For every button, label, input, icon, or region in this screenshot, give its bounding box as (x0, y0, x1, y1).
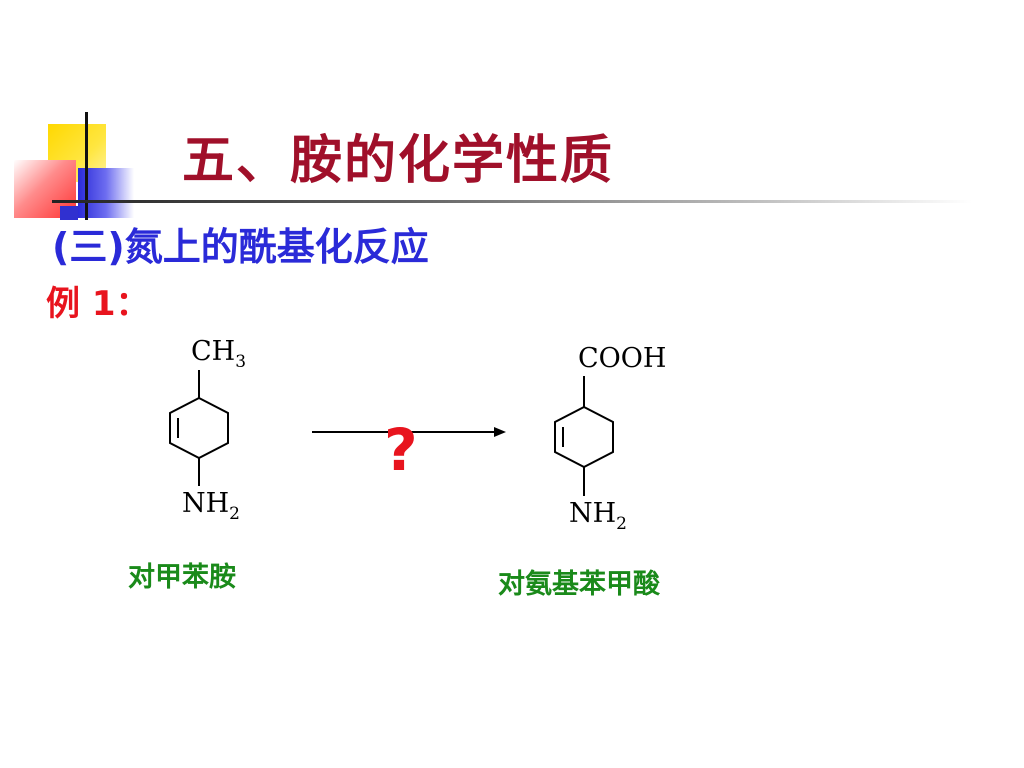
reactant-bottom-group-main: NH (182, 488, 229, 519)
reactant-top-group: CH3 (191, 336, 246, 372)
product-bottom-group: NH2 (569, 498, 627, 534)
unknown-reagent: ? (384, 416, 418, 484)
product-bottom-group-sub: 2 (616, 514, 627, 534)
reaction-arrow (312, 427, 506, 437)
reactant-name: 对甲苯胺 (128, 562, 236, 593)
product-bottom-group-main: NH (569, 498, 616, 529)
example-label: 例 1： (46, 284, 150, 324)
reactant-molecule: CH3 NH2 (169, 336, 246, 524)
section-subtitle: (三)氮上的酰基化反应 (52, 225, 429, 269)
decor-vertical-line (85, 112, 88, 220)
reactant-bottom-group: NH2 (182, 488, 240, 524)
reactant-bottom-group-sub: 2 (229, 504, 240, 524)
product-molecule: COOH NH2 (554, 343, 666, 534)
reactant-top-group-main: CH (191, 336, 235, 367)
reactant-top-group-sub: 3 (235, 352, 246, 372)
title-underline (52, 200, 972, 203)
product-name: 对氨基苯甲酸 (498, 569, 661, 600)
slide-title: 五、胺的化学性质 (182, 131, 615, 191)
decor-blue-small-square (60, 206, 78, 220)
product-top-group: COOH (578, 343, 666, 374)
